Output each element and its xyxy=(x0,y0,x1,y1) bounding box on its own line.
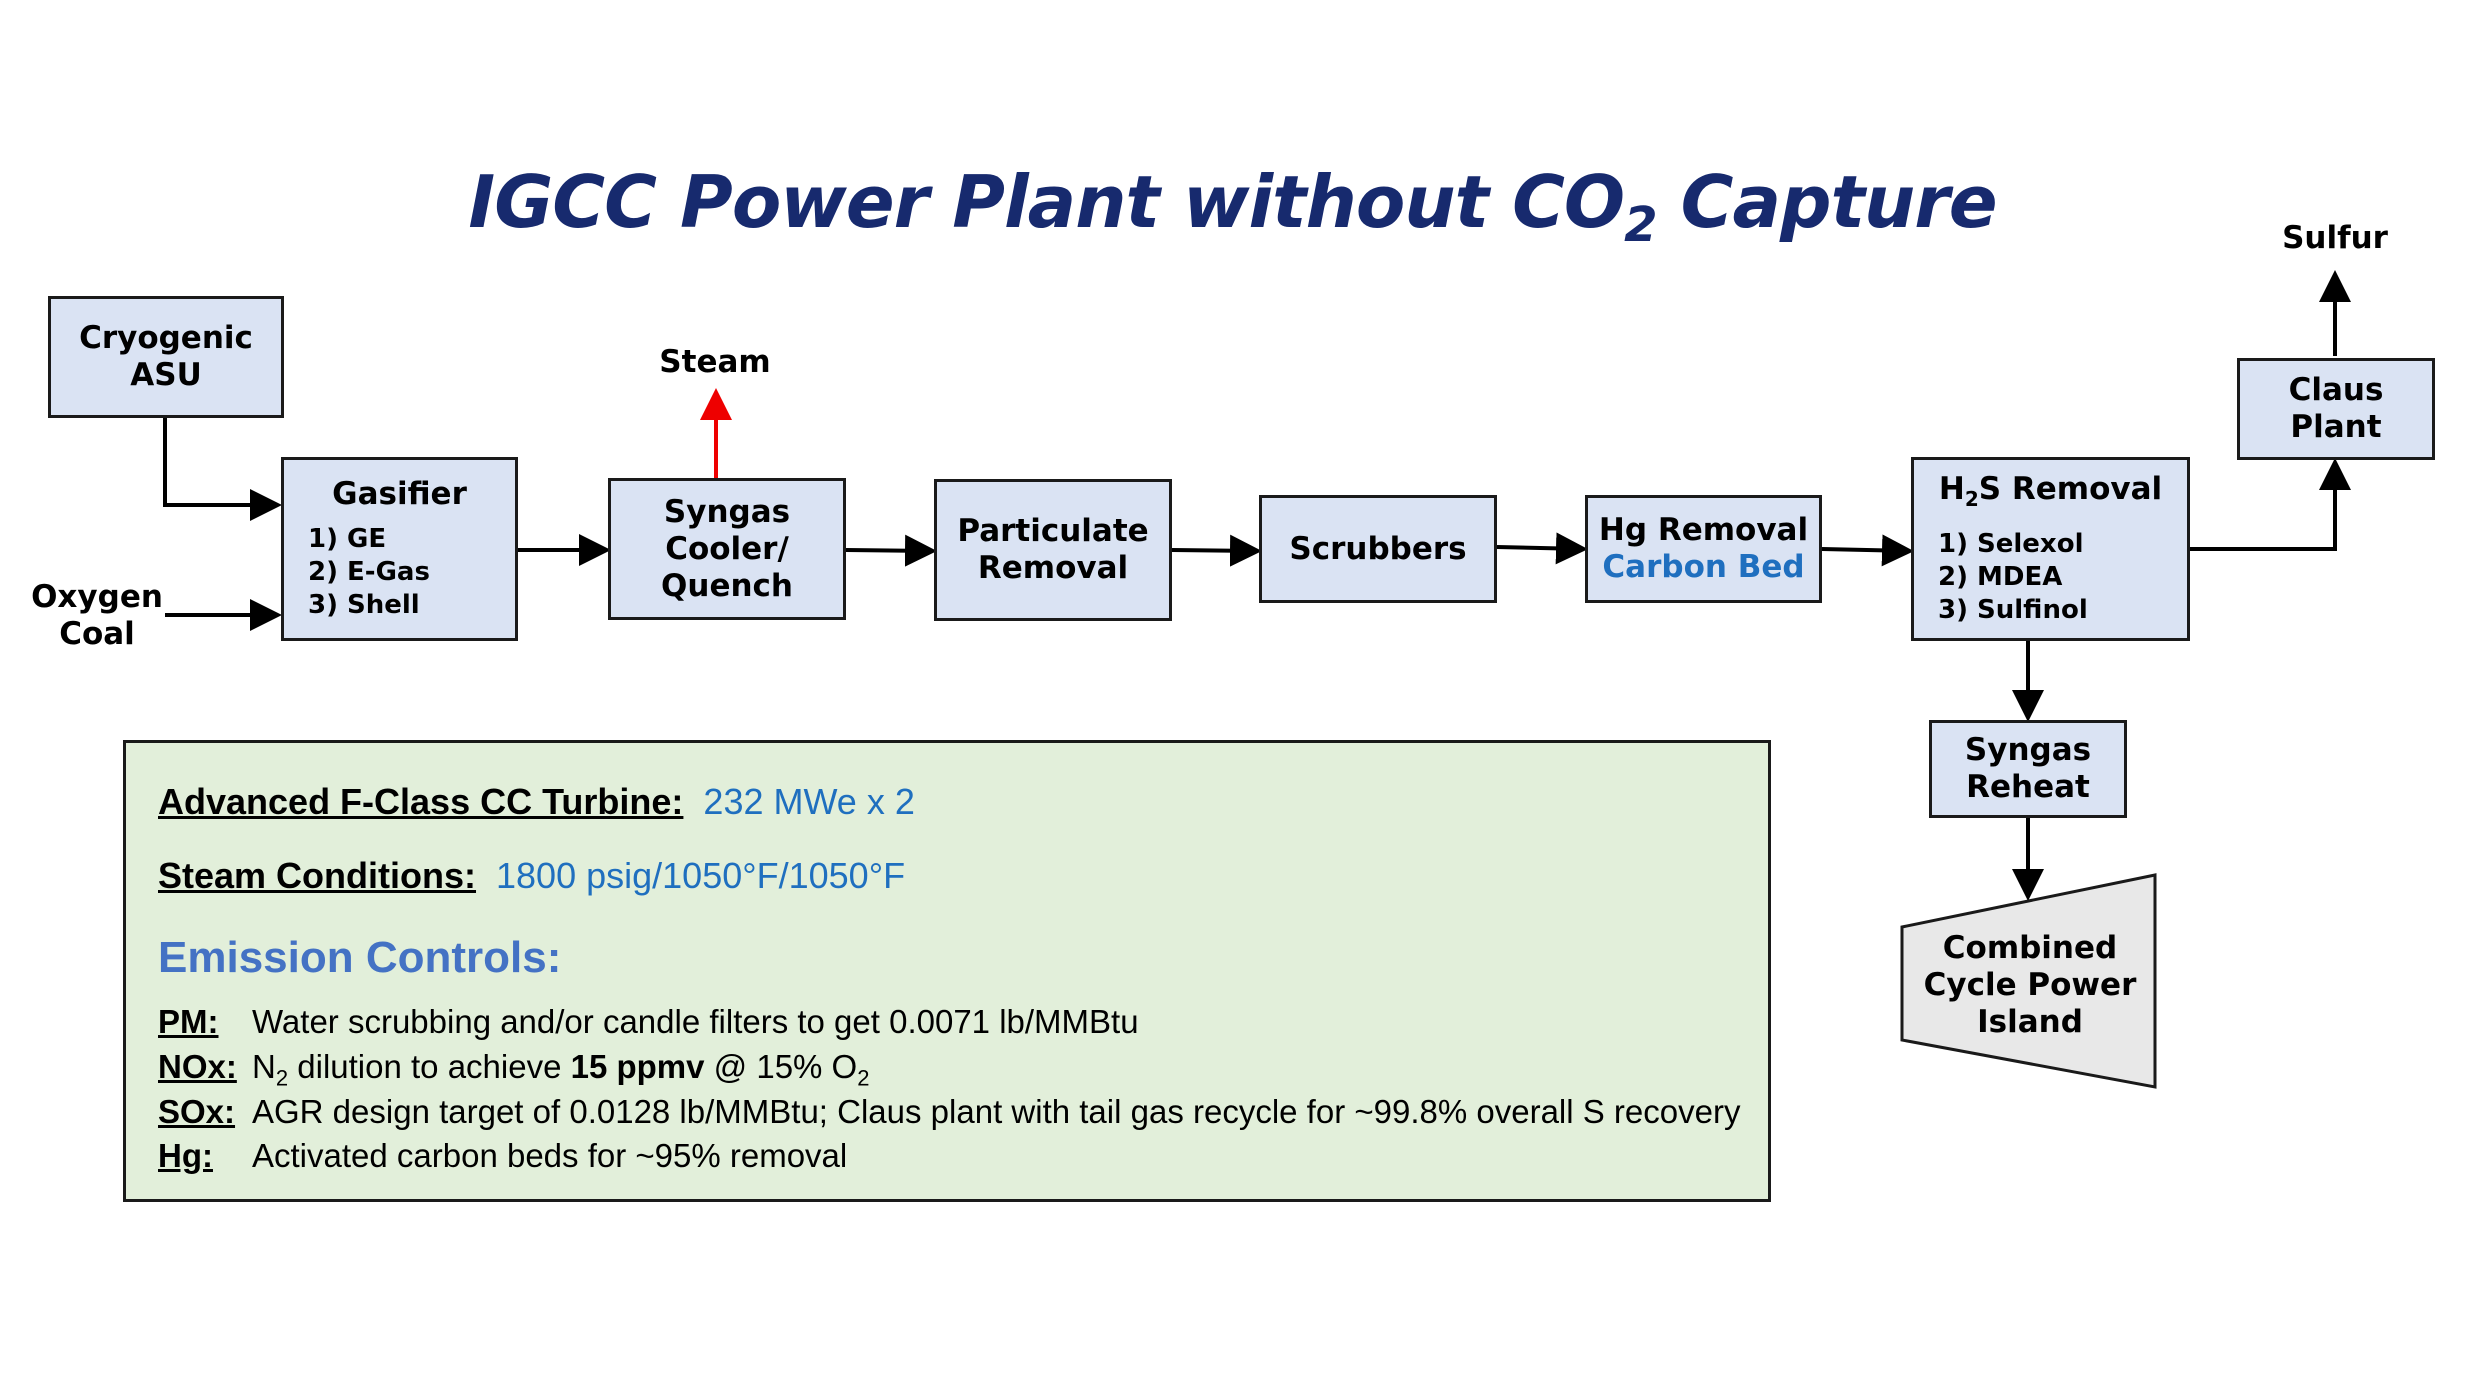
steam-spec-label: Steam Conditions: xyxy=(158,855,477,896)
turbine-spec-value: 232 MWe x 2 xyxy=(703,781,915,822)
power-island-shape xyxy=(1900,873,2157,1089)
coal-label: Coal xyxy=(59,616,135,652)
asu-box: Cryogenic ASU xyxy=(48,296,284,418)
h2s-option: 2) MDEA xyxy=(1938,562,2063,593)
turbine-spec: Advanced F-Class CC Turbine: 232 MWe x 2 xyxy=(158,781,915,823)
arrow-asu-gasifier xyxy=(163,418,282,521)
particulate-box: Particulate Removal xyxy=(934,479,1172,621)
h2s-removal-title: H2S Removal xyxy=(1938,470,2163,512)
emission-row-hg: Hg: Activated carbon beds for ~95% remova… xyxy=(158,1137,847,1175)
h2s-option: 1) Selexol xyxy=(1938,529,2084,560)
scrubbers-box: Scrubbers xyxy=(1259,495,1497,603)
sox-label: SOx: xyxy=(158,1093,236,1130)
gasifier-title: Gasifier xyxy=(332,476,467,512)
gasifier-box: Gasifier 1) GE 2) E-Gas 3) Shell xyxy=(281,457,518,641)
hg-removal-detail: Carbon Bed xyxy=(1602,549,1805,585)
turbine-spec-label: Advanced F-Class CC Turbine: xyxy=(158,781,684,822)
gasifier-option: 1) GE xyxy=(308,524,387,554)
syngas-reheat-box: Syngas Reheat xyxy=(1929,720,2127,818)
emission-row-pm: PM: Water scrubbing and/or candle filters… xyxy=(158,1003,1139,1041)
sox-text: AGR design target of 0.0128 lb/MMBtu; Cl… xyxy=(252,1093,1741,1130)
hg-label: Hg: xyxy=(158,1137,213,1174)
emission-row-nox: NOx: N2 dilution to achieve 15 ppmv @ 15… xyxy=(158,1048,869,1092)
gasifier-option: 2) E-Gas xyxy=(308,557,430,587)
particulate-label: Particulate Removal xyxy=(957,513,1149,586)
syngas-cooler-box: Syngas Cooler/ Quench xyxy=(608,478,846,620)
asu-label: Cryogenic ASU xyxy=(79,320,253,393)
h2s-option: 3) Sulfinol xyxy=(1938,595,2088,626)
hg-removal-title: Hg Removal xyxy=(1598,512,1809,548)
pm-label: PM: xyxy=(158,1003,219,1040)
claus-plant-box: Claus Plant xyxy=(2237,358,2435,460)
arrow-cooler-particulate xyxy=(845,534,937,567)
hg-removal-box: Hg Removal Carbon Bed xyxy=(1585,495,1822,603)
emission-controls-title: Emission Controls: xyxy=(158,933,562,982)
nox-label: NOx: xyxy=(158,1048,237,1085)
pm-text: Water scrubbing and/or candle filters to… xyxy=(252,1003,1139,1040)
sulfur-label: Sulfur xyxy=(2282,220,2388,256)
steam-spec: Steam Conditions: 1800 psig/1050°F/1050°F xyxy=(158,855,905,897)
oxygen-label: Oxygen xyxy=(31,579,163,615)
specs-panel: Advanced F-Class CC Turbine:232 MWe x 2 … xyxy=(123,740,1771,1202)
syngas-cooler-label: Syngas Cooler/ Quench xyxy=(661,493,793,604)
nox-text: N2 dilution to achieve 15 ppmv @ 15% O2 xyxy=(252,1048,870,1091)
power-island-label: Combined Cycle Power Island xyxy=(1923,930,2137,1040)
emission-row-sox: SOx: AGR design target of 0.0128 lb/MMBtu… xyxy=(158,1093,1740,1131)
hg-text: Activated carbon beds for ~95% removal xyxy=(252,1137,848,1174)
steam-spec-value: 1800 psig/1050°F/1050°F xyxy=(496,855,906,896)
page-title: IGCC Power Plant without CO2 Capture xyxy=(468,160,1997,253)
steam-label: Steam xyxy=(659,344,771,380)
scrubbers-label: Scrubbers xyxy=(1289,530,1467,567)
arrow-h2s-claus xyxy=(2190,458,2351,551)
arrow-particulate-scrubbers xyxy=(1171,534,1262,567)
h2s-removal-box: H2S Removal 1) Selexol 2) MDEA 3) Sulfin… xyxy=(1911,457,2190,641)
arrow-hg-h2s xyxy=(1821,534,1914,567)
claus-plant-label: Claus Plant xyxy=(2288,372,2384,445)
arrow-scrubbers-hg xyxy=(1496,532,1588,565)
syngas-reheat-label: Syngas Reheat xyxy=(1964,732,2092,805)
gasifier-option: 3) Shell xyxy=(308,590,420,620)
